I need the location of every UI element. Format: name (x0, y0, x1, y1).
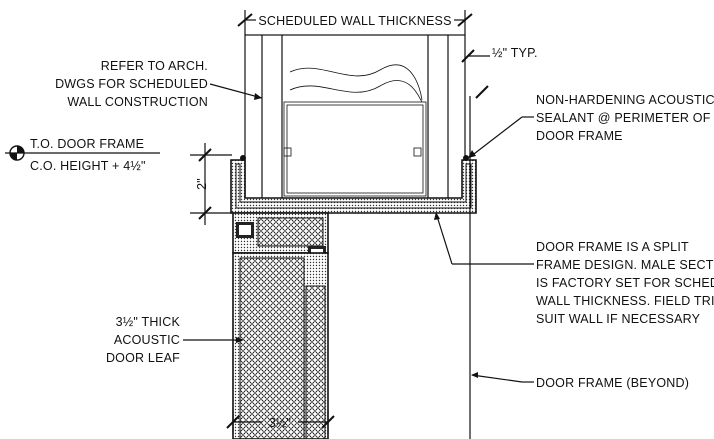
two-inch-dimension: 2" (190, 143, 232, 225)
split-frame-line-5: SUIT WALL IF NECESSARY (536, 312, 701, 326)
door-leaf (232, 252, 329, 439)
door-leaf-line-3: DOOR LEAF (106, 351, 180, 365)
door-frame-head (230, 155, 477, 214)
top-of-door-frame-marker: T.O. DOOR FRAME C.O. HEIGHT + 4½" (5, 137, 160, 173)
split-frame-line-3: IS FACTORY SET FOR SCHEDULED (536, 276, 714, 290)
sealant-line-2: SEALANT @ PERIMETER OF (536, 111, 711, 125)
door-frame-beyond-label: DOOR FRAME (BEYOND) (536, 376, 689, 390)
split-frame-line-2: FRAME DESIGN. MALE SECTION (536, 258, 714, 272)
frame-stop (232, 212, 329, 266)
door-frame-beyond-note: DOOR FRAME (BEYOND) (471, 372, 689, 390)
refer-arch-note: REFER TO ARCH. DWGS FOR SCHEDULED WALL C… (55, 59, 263, 109)
wall-thickness-label: SCHEDULED WALL THICKNESS (258, 14, 451, 28)
two-inch-label: 2" (195, 178, 209, 190)
half-inch-typ-label: ½" TYP. (492, 46, 538, 60)
door-leaf-line-2: ACOUSTIC (114, 333, 180, 347)
sealant-line-1: NON-HARDENING ACOUSTIC (536, 93, 714, 107)
door-leaf-note: 3½" THICK ACOUSTIC DOOR LEAF (106, 315, 244, 365)
split-frame-note: DOOR FRAME IS A SPLIT FRAME DESIGN. MALE… (434, 212, 714, 326)
split-frame-line-4: WALL THICKNESS. FIELD TRIM TO (536, 294, 714, 308)
split-frame-line-1: DOOR FRAME IS A SPLIT (536, 240, 689, 254)
sealant-note: NON-HARDENING ACOUSTIC SEALANT @ PERIMET… (468, 93, 714, 158)
refer-arch-line-3: WALL CONSTRUCTION (67, 95, 208, 109)
half-inch-typ-dimension: ½" TYP. (461, 46, 538, 99)
refer-arch-line-1: REFER TO ARCH. (101, 59, 208, 73)
to-door-frame-label: T.O. DOOR FRAME (30, 137, 144, 151)
co-height-label: C.O. HEIGHT + 4½" (30, 159, 146, 173)
wall-thickness-dimension: SCHEDULED WALL THICKNESS (237, 10, 473, 35)
wall-section (244, 34, 466, 201)
refer-arch-line-2: DWGS FOR SCHEDULED (55, 77, 208, 91)
leaf-width-label: 3½" (269, 416, 291, 430)
sealant-line-3: DOOR FRAME (536, 129, 623, 143)
leaf-width-dimension: 3½" (226, 410, 335, 434)
door-leaf-line-1: 3½" THICK (116, 315, 181, 329)
